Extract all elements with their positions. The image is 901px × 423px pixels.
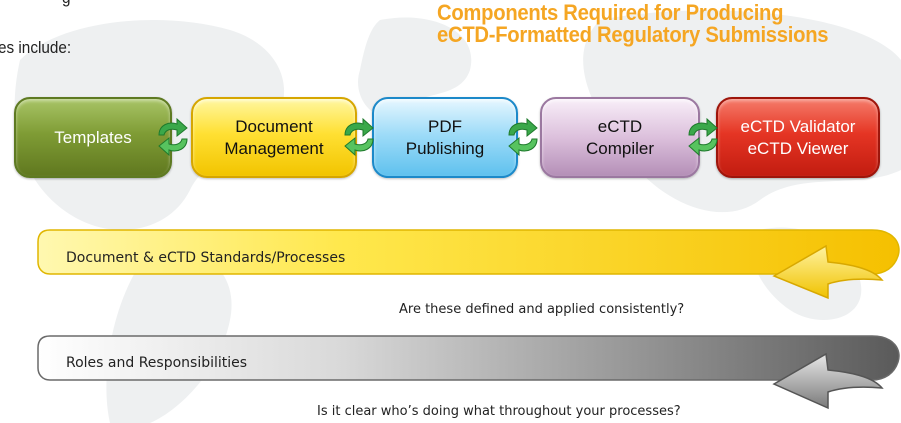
standards-question: Are these defined and applied consistent… [399,302,685,317]
diagram-title: Components Required for Producing eCTD-F… [437,2,857,46]
component-ectd-compiler: eCTD Compiler [540,97,700,178]
intro-fragment-top: g [62,0,71,8]
component-document-management-line1: Document [235,116,313,136]
component-pdf-publishing-line2: Publishing [405,138,485,158]
roles-label: Roles and Responsibilities [66,355,248,371]
component-viewer-line: eCTD Viewer [747,138,849,158]
component-pdf-publishing-line1: PDF [427,116,462,136]
roles-question: Is it clear who’s doing what throughout … [317,404,681,419]
component-document-management-line2: Management [224,138,324,158]
title-line-1: Components Required for Producing [437,0,784,25]
component-pdf-publishing: PDF Publishing [372,97,518,178]
component-validator-line: eCTD Validator [740,116,856,136]
title-line-2: eCTD-Formatted Regulatory Submissions [437,22,829,47]
cycle-arrows-icon [153,115,193,159]
intro-fragment: es include: [0,38,72,57]
standards-banner [36,228,901,300]
component-ectd-compiler-line2: Compiler [585,138,655,158]
component-validator-viewer: eCTD Validator eCTD Viewer [716,97,880,178]
roles-banner [36,334,901,412]
component-document-management: Document Management [191,97,357,178]
component-templates: Templates [14,97,172,178]
cycle-arrows-icon [339,115,379,159]
component-ectd-compiler-line1: eCTD [597,116,643,136]
standards-label: Document & eCTD Standards/Processes [66,250,346,266]
cycle-arrows-icon [683,115,723,159]
component-templates-label: Templates [54,127,132,147]
cycle-arrows-icon [503,115,543,159]
